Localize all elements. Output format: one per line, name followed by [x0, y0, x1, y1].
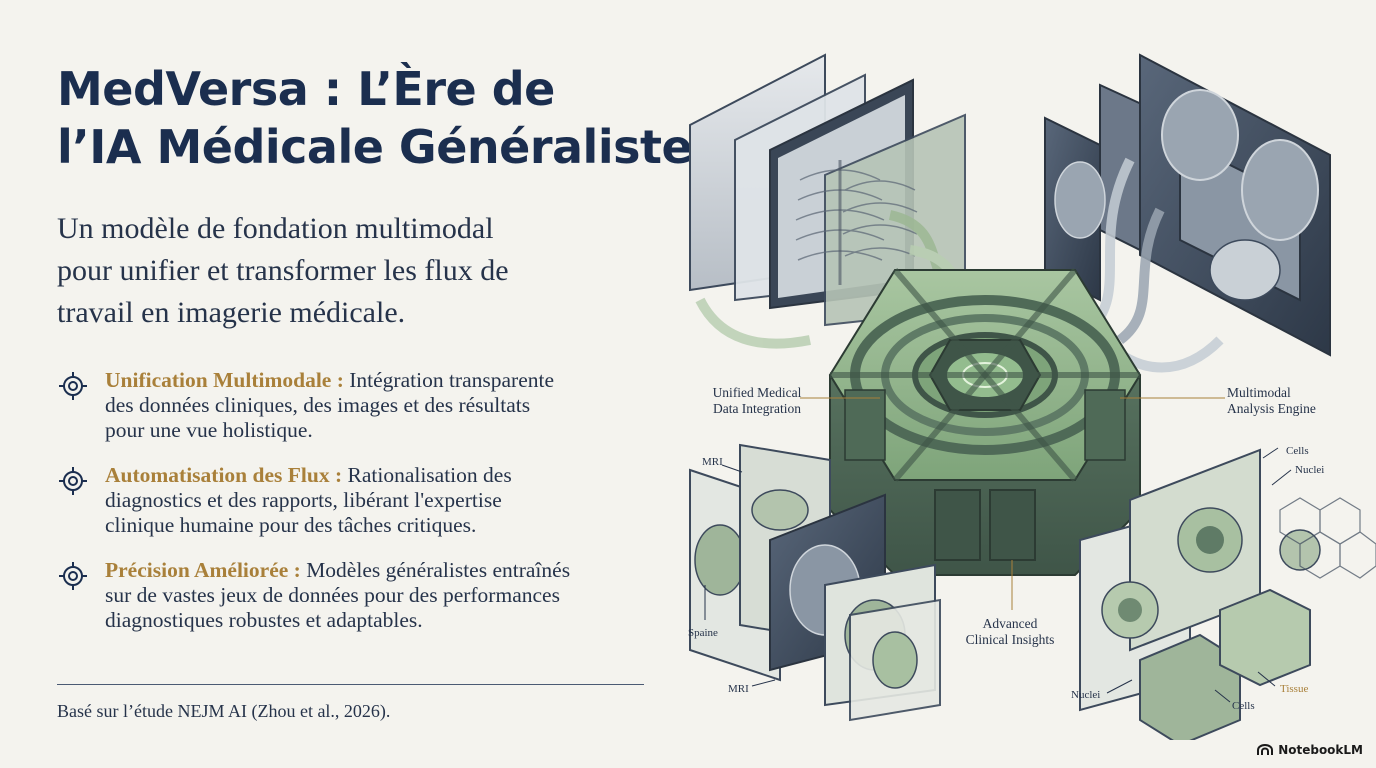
label-line: Multimodal [1227, 385, 1291, 400]
key-point-line: Intégration transparente [343, 368, 555, 392]
label-nuclei-top: Nuclei [1295, 464, 1325, 476]
label-spaine: Spaine [688, 627, 718, 639]
label-line: Analysis Engine [1227, 401, 1316, 416]
label-cells-bottom: Cells [1232, 700, 1255, 712]
bottom-right-cell-panels [1079, 448, 1376, 747]
target-icon [59, 467, 87, 495]
label-mri-top: MRI [702, 456, 723, 468]
key-point-line: pour une vue holistique. [105, 418, 313, 442]
key-point-line: diagnostiques robustes et adaptables. [105, 608, 423, 632]
key-points-list: Unification Multimodale : Intégration tr… [57, 368, 647, 653]
subtitle: Un modèle de fondation multimodal pour u… [57, 208, 509, 334]
key-point-line: sur de vastes jeux de données pour des p… [105, 583, 560, 607]
label-mri-bottom: MRI [728, 683, 749, 695]
key-point-heading: Unification Multimodale : [105, 368, 344, 392]
key-point-heading: Précision Améliorée : [105, 558, 301, 582]
bottom-left-scan-panels [689, 443, 941, 722]
label-cells-top: Cells [1286, 445, 1309, 457]
label-unified-data: Unified Medical Data Integration [692, 385, 822, 417]
title-line-1: MedVersa : L’Ère de [57, 62, 555, 116]
key-point: Automatisation des Flux : Rationalisatio… [57, 463, 647, 538]
target-icon [59, 562, 87, 590]
key-point-line: des données cliniques, des images et des… [105, 393, 531, 417]
subtitle-line-3: travail en imagerie médicale. [57, 296, 406, 329]
label-analysis-engine: Multimodal Analysis Engine [1227, 385, 1316, 417]
label-line: Unified Medical [712, 385, 802, 400]
illustration-graphic [689, 53, 1376, 747]
key-point-line: clinique humaine pour des tâches critiqu… [105, 513, 477, 537]
key-point-text: Automatisation des Flux : Rationalisatio… [105, 463, 647, 538]
brand-watermark: NotebookLM [1257, 743, 1363, 757]
label-clinical-insights: Advanced Clinical Insights [950, 616, 1070, 648]
subtitle-line-2: pour unifier et transformer les flux de [57, 254, 509, 287]
brain-scan-panels [1044, 53, 1331, 357]
label-leader-lines-dark [704, 447, 1292, 703]
title-line-2: l’IA Médicale Généraliste [57, 120, 693, 174]
label-line: Advanced [982, 616, 1038, 631]
subtitle-line-1: Un modèle de fondation multimodal [57, 212, 494, 245]
label-tissue: Tissue [1280, 683, 1309, 695]
notebooklm-logo-icon [1257, 744, 1274, 755]
label-line: Data Integration [712, 401, 802, 416]
label-leader-lines [800, 397, 1225, 610]
key-point-line: Rationalisation des [342, 463, 512, 487]
key-point-heading: Automatisation des Flux : [105, 463, 343, 487]
source-citation: Basé sur l’étude NEJM AI (Zhou et al., 2… [57, 701, 391, 721]
key-point: Précision Améliorée : Modèles généralist… [57, 558, 647, 633]
key-point-line: diagnostics et des rapports, libérant l'… [105, 488, 502, 512]
medical-ai-illustration: Unified Medical Data Integration Multimo… [660, 40, 1376, 747]
key-point-text: Précision Améliorée : Modèles généralist… [105, 558, 647, 633]
key-point-text: Unification Multimodale : Intégration tr… [105, 368, 647, 443]
key-point-line: Modèles généralistes entraînés [300, 558, 571, 582]
divider [57, 684, 644, 685]
page-title: MedVersa : L’Ère de l’IA Médicale Généra… [57, 60, 693, 176]
key-point: Unification Multimodale : Intégration tr… [57, 368, 647, 443]
brand-name: NotebookLM [1278, 743, 1363, 757]
target-icon [59, 372, 87, 400]
label-nuclei-bottom: Nuclei [1071, 689, 1101, 701]
label-line: Clinical Insights [965, 632, 1055, 647]
central-hex-engine [828, 268, 1142, 576]
